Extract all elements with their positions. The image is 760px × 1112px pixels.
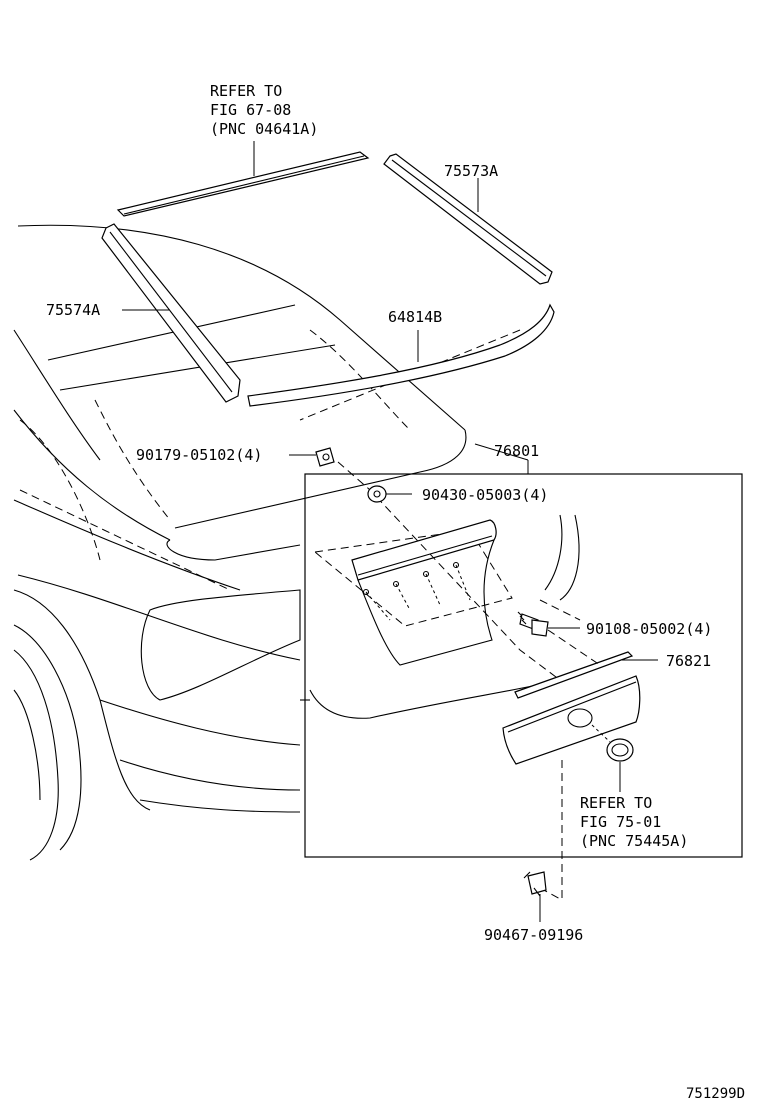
label-90467: 90467-09196 — [484, 926, 583, 944]
moulding-75574A — [101, 223, 241, 403]
label-75574A: 75574A — [46, 301, 100, 319]
label-64814B: 64814B — [388, 308, 442, 326]
label-90108: 90108-05002(4) — [586, 620, 712, 638]
washer-90430 — [367, 485, 387, 503]
refer-bottom-line3: (PNC 75445A) — [580, 832, 688, 850]
label-75573A: 75573A — [444, 162, 498, 180]
diagram-code: 751299D — [686, 1086, 745, 1102]
label-76801: 76801 — [494, 442, 539, 460]
clip-90467 — [523, 871, 547, 897]
refer-top-line3: (PNC 04641A) — [210, 120, 318, 138]
moulding-75573A — [383, 153, 553, 285]
refer-top-line2: FIG 67-08 — [210, 101, 291, 119]
nut-90179 — [315, 447, 335, 467]
assembly-76801-box — [304, 473, 743, 858]
top-moulding-part — [116, 151, 370, 217]
moulding-64814B — [247, 303, 555, 407]
garnish-assembly — [309, 461, 641, 901]
label-76821: 76821 — [666, 652, 711, 670]
leader-lines — [122, 141, 658, 922]
car-body-outline — [13, 224, 521, 861]
label-90179: 90179-05102(4) — [136, 446, 262, 464]
refer-bottom-line1: REFER TO — [580, 794, 652, 812]
refer-top-line1: REFER TO — [210, 82, 282, 100]
refer-bottom-line2: FIG 75-01 — [580, 813, 661, 831]
label-90430: 90430-05003(4) — [422, 486, 548, 504]
